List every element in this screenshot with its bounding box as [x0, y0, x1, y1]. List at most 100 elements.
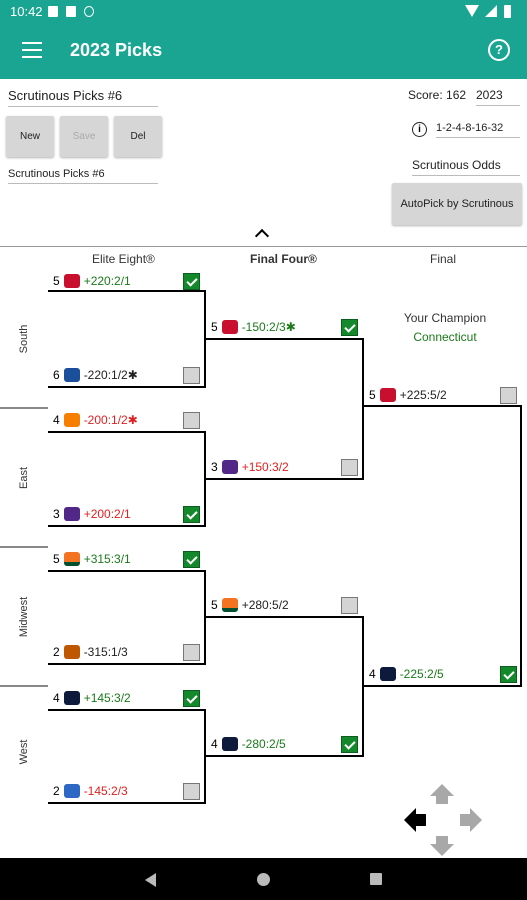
connecticut-logo-icon: [379, 666, 396, 681]
direction-pad[interactable]: [400, 782, 484, 858]
san-diego-state-logo-icon: [63, 273, 80, 288]
elite-team-3: 4 -200:1/2✱: [53, 412, 138, 430]
elite-team-4: 3 +200:2/1: [53, 506, 131, 524]
team-odds: +150:3/2: [241, 459, 289, 474]
team-odds: -315:1/3: [83, 644, 128, 659]
team-odds: +280:5/2: [241, 597, 289, 612]
pick-checkbox[interactable]: [183, 690, 200, 707]
region-west: West: [0, 687, 48, 817]
menu-icon[interactable]: [22, 42, 42, 58]
pick-checkbox[interactable]: [183, 273, 200, 290]
recents-icon[interactable]: [370, 873, 382, 885]
pick-checkbox[interactable]: [341, 459, 358, 476]
collapse-chevron-icon[interactable]: [254, 228, 270, 244]
region-divider: [0, 685, 48, 687]
pick-checkbox[interactable]: [341, 319, 358, 336]
miami-logo-icon: [63, 551, 80, 566]
kansas-state-logo-icon: [63, 506, 80, 521]
scoring-select[interactable]: 1-2-4-8-16-32: [436, 122, 520, 138]
odds-source-select[interactable]: Scrutinous Odds: [412, 158, 520, 176]
elite-team-7: 4 +145:3/2: [53, 690, 131, 708]
region-label: West: [18, 739, 30, 765]
team-seed: 5: [211, 319, 218, 334]
home-icon[interactable]: [257, 873, 270, 886]
team-seed: 4: [53, 412, 60, 427]
pick-checkbox[interactable]: [500, 666, 517, 683]
region-label: South: [18, 324, 30, 354]
creighton-logo-icon: [63, 367, 80, 382]
info-icon[interactable]: i: [412, 122, 427, 137]
team-seed: 3: [211, 459, 218, 474]
miami-logo-icon: [221, 597, 238, 612]
arrow-right-icon: [460, 808, 482, 832]
status-bar: 10:42: [0, 0, 527, 24]
team-seed: 4: [53, 690, 60, 705]
team-odds: +200:2/1: [83, 506, 131, 521]
arrow-left-icon: [404, 808, 426, 832]
elite-team-6: 2 -315:1/3: [53, 644, 128, 662]
elite-eight-header: Elite Eight®: [92, 252, 155, 266]
team-seed: 4: [369, 666, 376, 681]
elite-team-8: 2 -145:2/3: [53, 783, 128, 801]
arrow-down-icon: [430, 836, 454, 856]
pick-name-input[interactable]: Scrutinous Picks #6: [8, 88, 158, 107]
final4-team-4: 4-280:2/5: [211, 736, 286, 754]
elite-team-1: 5+220:2/1: [53, 273, 131, 291]
pick-checkbox[interactable]: [500, 387, 517, 404]
final-team-1: 5+225:5/2: [369, 387, 447, 405]
connecticut-logo-icon: [221, 736, 238, 751]
team-seed: 5: [53, 273, 60, 288]
pick-checkbox[interactable]: [183, 506, 200, 523]
pick-checkbox[interactable]: [341, 597, 358, 614]
final4-team-1: 5-150:2/3✱: [211, 319, 296, 337]
elite-team-5: 5+315:3/1: [53, 551, 131, 569]
pick-checkbox[interactable]: [183, 551, 200, 568]
final4-team-2: 3 +150:3/2: [211, 459, 289, 477]
final4-team-3: 5+280:5/2: [211, 597, 289, 615]
sim-card-icon: [66, 6, 76, 17]
champion-label: Your Champion: [403, 311, 487, 325]
kansas-state-logo-icon: [221, 459, 238, 474]
region-divider: [0, 546, 48, 548]
san-diego-state-logo-icon: [379, 387, 396, 402]
app-title: 2023 Picks: [70, 40, 163, 60]
back-icon[interactable]: [145, 873, 156, 887]
region-midwest: Midwest: [0, 548, 48, 686]
final-header: Final: [430, 252, 457, 266]
pick-checkbox[interactable]: [183, 412, 200, 429]
status-time: 10:42: [10, 4, 43, 19]
team-seed: 6: [53, 367, 60, 382]
pick-checkbox[interactable]: [183, 644, 200, 661]
score-label: Score: 162: [408, 88, 467, 102]
pick-checkbox[interactable]: [183, 783, 200, 800]
save-button[interactable]: Save: [60, 116, 108, 157]
team-seed: 5: [369, 387, 376, 402]
delete-button[interactable]: Del: [114, 116, 162, 157]
champion-name: Connecticut: [413, 330, 477, 344]
team-odds: -145:2/3: [83, 783, 128, 798]
sync-icon: [84, 6, 94, 17]
team-odds: -200:1/2✱: [83, 412, 138, 427]
tennessee-logo-icon: [63, 412, 80, 427]
connecticut-logo-icon: [63, 690, 80, 705]
region-south: South: [0, 270, 48, 408]
team-seed: 2: [53, 644, 60, 659]
arrow-up-icon: [430, 784, 454, 804]
new-button[interactable]: New: [6, 116, 54, 157]
year-select[interactable]: 2023: [476, 88, 520, 106]
pick-checkbox[interactable]: [183, 367, 200, 384]
region-label: Midwest: [18, 596, 30, 638]
team-odds: +145:3/2: [83, 690, 131, 705]
region-divider: [0, 407, 48, 409]
san-diego-state-logo-icon: [221, 319, 238, 334]
team-seed: 2: [53, 783, 60, 798]
system-nav-bar: [0, 858, 527, 900]
autopick-button[interactable]: AutoPick by Scrutinous: [392, 183, 522, 225]
pick-name-select[interactable]: Scrutinous Picks #6: [8, 168, 158, 184]
texas-logo-icon: [63, 644, 80, 659]
team-seed: 3: [53, 506, 60, 521]
ucla-logo-icon: [63, 783, 80, 798]
wifi-icon: [465, 5, 479, 17]
pick-checkbox[interactable]: [341, 736, 358, 753]
help-icon[interactable]: ?: [488, 39, 510, 61]
